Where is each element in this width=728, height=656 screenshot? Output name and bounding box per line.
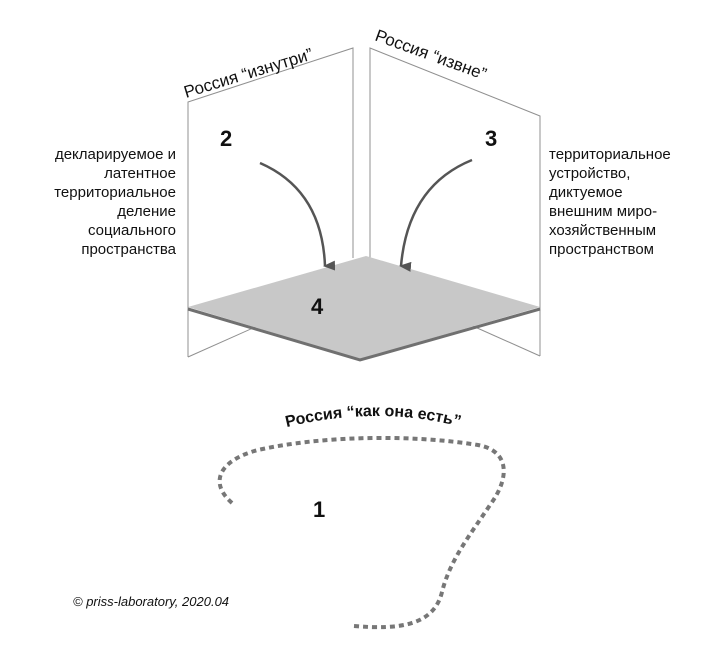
arrow-outside-to-floor (399, 158, 473, 272)
inside-description-line: декларируемое и (55, 146, 176, 163)
number-1: 1 (313, 497, 325, 522)
as-is-label: Россия “как она есть” (284, 403, 463, 431)
outside-description: территориальное устройство, диктуемое вн… (549, 146, 671, 258)
outside-wall-plane (369, 47, 541, 356)
number-2: 2 (220, 126, 232, 151)
number-3: 3 (485, 126, 497, 151)
outside-description-line: устройство, (549, 165, 630, 182)
outside-description-line: пространством (549, 241, 654, 258)
inside-plane-label: Россия “изнутри” (182, 44, 316, 101)
number-4: 4 (311, 294, 324, 319)
outside-plane-label: Россия “извне” (373, 26, 490, 84)
outside-description-line: внешним миро- (549, 203, 657, 220)
outside-description-line: территориальное (549, 146, 671, 163)
outside-description-line: диктуемое (549, 184, 623, 201)
inside-description: декларируемое и латентное территориально… (54, 146, 176, 258)
as-is-label-path: Россия “как она есть” (284, 403, 463, 431)
inside-description-line: латентное (104, 165, 176, 182)
inside-description-line: пространства (81, 241, 176, 258)
inside-wall-plane (187, 47, 354, 357)
floor-front-edge (187, 307, 541, 362)
as-is-dotted-outline (217, 435, 506, 630)
outside-wall-floor-edge (465, 322, 541, 357)
inside-description-line: деление (117, 203, 176, 220)
inside-wall-floor-edge (187, 323, 263, 358)
arrow-inside-to-floor (259, 161, 336, 271)
floor-plane (188, 256, 540, 359)
inside-description-line: территориальное (54, 184, 176, 201)
inside-description-line: социального (88, 222, 176, 239)
outside-description-line: хозяйственным (549, 222, 656, 239)
copyright-text: © priss-laboratory, 2020.04 (73, 594, 229, 609)
